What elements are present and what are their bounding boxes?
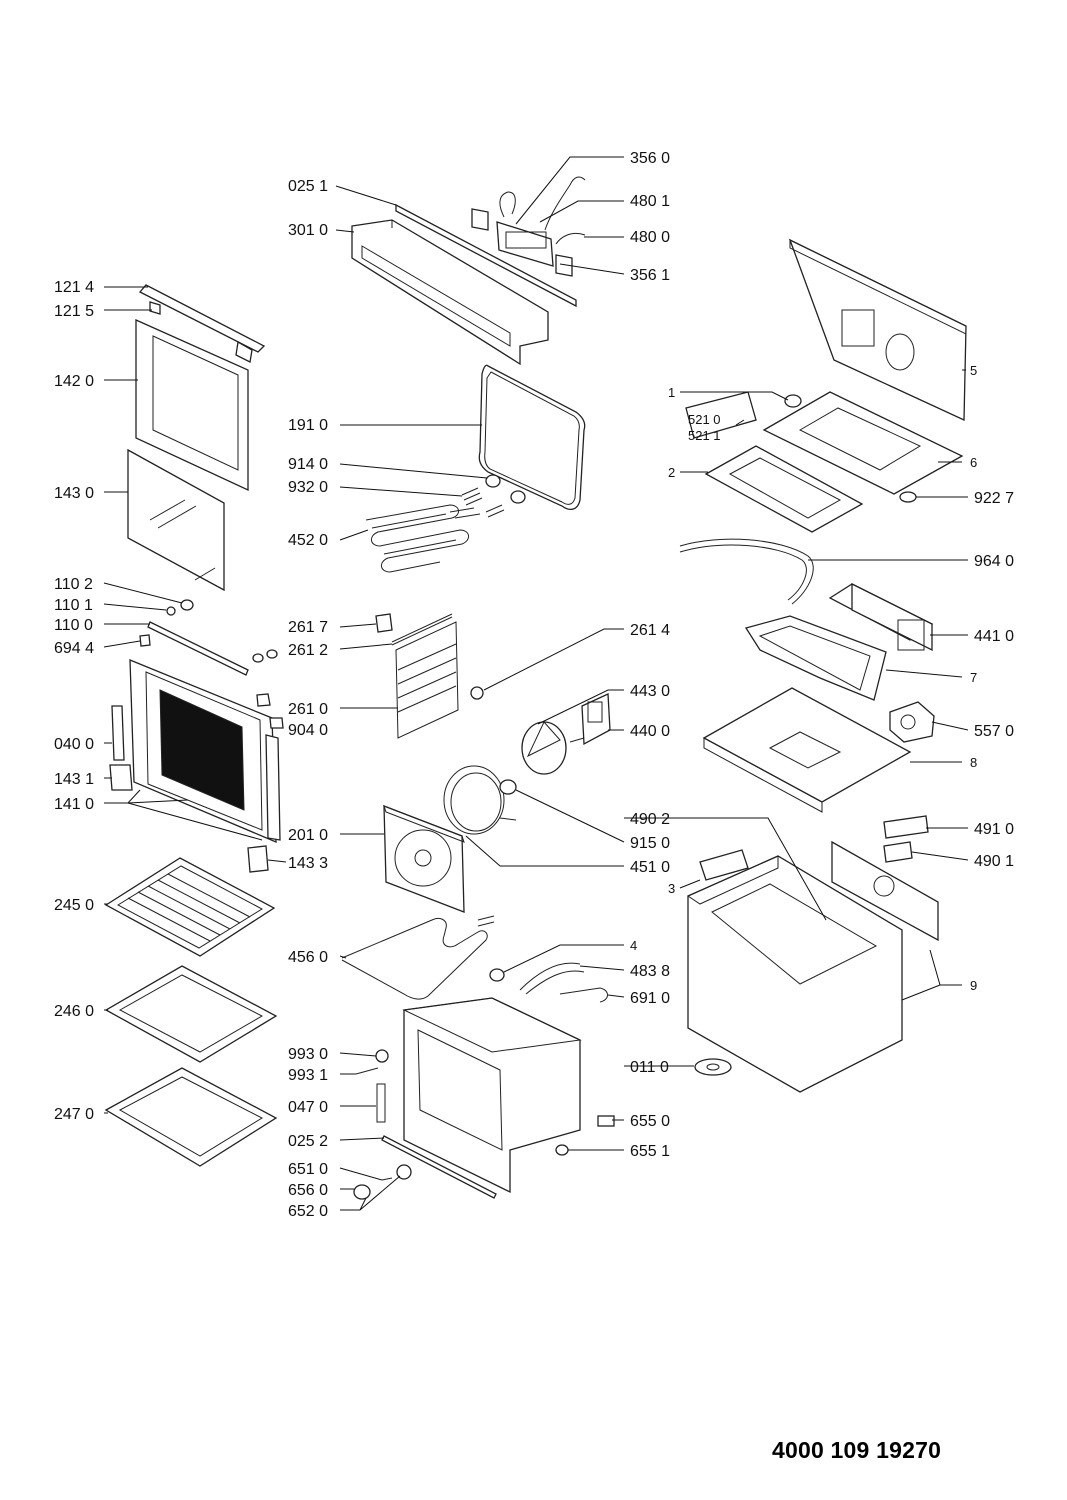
control-panel-assembly [351, 176, 586, 366]
callout-301-0: 301 0 [288, 222, 328, 239]
callout-025-1: 025 1 [288, 178, 328, 195]
callout-7: 7 [970, 670, 977, 685]
callout-110-1: 110 1 [54, 597, 93, 614]
door-inner-glass-142 [135, 318, 249, 492]
callout-356-1: 356 1 [630, 267, 670, 284]
leader-lines [103, 156, 969, 1211]
thermostat-557 [889, 701, 935, 743]
callout-964-0: 964 0 [974, 553, 1014, 570]
door-gasket-191 [478, 364, 586, 511]
panel-8 [702, 687, 912, 813]
callout-915-0: 915 0 [630, 835, 670, 852]
duct-7 [744, 615, 887, 701]
callout-247-0: 247 0 [54, 1106, 94, 1123]
bottom-element-456 [341, 915, 495, 1000]
callout-452-0: 452 0 [288, 532, 328, 549]
callout-652-0: 652 0 [288, 1203, 328, 1220]
cord-and-connectors [489, 962, 615, 1156]
callout-491-0: 491 0 [974, 821, 1014, 838]
door-top-profile [138, 284, 266, 363]
callout-142-0: 142 0 [54, 373, 94, 390]
callout-993-1: 993 1 [288, 1067, 328, 1084]
callout-694-4: 694 4 [54, 640, 94, 657]
door-washers [139, 599, 278, 676]
callout-440-0: 440 0 [630, 723, 670, 740]
callout-656-0: 656 0 [288, 1182, 328, 1199]
callout-490-1: 490 1 [974, 853, 1014, 870]
callout-191-0: 191 0 [288, 417, 328, 434]
callout-356-0: 356 0 [630, 150, 670, 167]
tube-964 [679, 538, 814, 605]
callout-261-7: 261 7 [288, 619, 328, 636]
callout-483-8: 483 8 [630, 963, 670, 980]
callout-480-0: 480 0 [630, 229, 670, 246]
fan-motor-440 [521, 693, 611, 775]
callout-3: 3 [668, 881, 675, 896]
callout-655-1: 655 1 [630, 1143, 670, 1160]
oven-rack-245 [104, 857, 276, 957]
callout-047-0: 047 0 [288, 1099, 328, 1116]
callout-993-0: 993 0 [288, 1046, 328, 1063]
callout-521-1: 521 1 [688, 428, 721, 443]
callout-691-0: 691 0 [630, 990, 670, 1007]
callout-521-0: 521 0 [688, 412, 721, 427]
callout-922-7: 922 7 [974, 490, 1014, 507]
callout-110-0: 110 0 [54, 617, 93, 634]
callout-443-0: 443 0 [630, 683, 670, 700]
callout-121-5: 121 5 [54, 303, 94, 320]
callout-2: 2 [668, 465, 675, 480]
deep-tray-247 [104, 1067, 278, 1167]
panel-6 [685, 391, 964, 495]
callout-490-2: 490 2 [630, 811, 670, 828]
callout-451-0: 451 0 [630, 859, 670, 876]
document-number: 4000 109 19270 [772, 1437, 942, 1463]
callout-655-0: 655 0 [630, 1113, 670, 1130]
callout-557-0: 557 0 [974, 723, 1014, 740]
callout-261-0: 261 0 [288, 701, 328, 718]
callout-110-2: 110 2 [54, 576, 93, 593]
top-back-plate-5 [788, 238, 967, 422]
top-heating-element-452 [365, 474, 526, 573]
outer-casing-9 [686, 840, 939, 1093]
callout-040-0: 040 0 [54, 736, 94, 753]
side-rails-261 [375, 613, 484, 739]
ring-element-451 [443, 765, 517, 835]
callout-651-0: 651 0 [288, 1161, 328, 1178]
callout-201-0: 201 0 [288, 827, 328, 844]
callout-245-0: 245 0 [54, 897, 94, 914]
callout-025-2: 025 2 [288, 1133, 328, 1150]
fan-011 [694, 1058, 732, 1076]
callout-932-0: 932 0 [288, 479, 328, 496]
panel-2 [704, 445, 917, 533]
callout-246-0: 246 0 [54, 1003, 94, 1020]
callout-480-1: 480 1 [630, 193, 670, 210]
fan-cover-201 [383, 805, 465, 913]
callout-141-0: 141 0 [54, 796, 94, 813]
callout-6: 6 [970, 455, 977, 470]
callout-143-1: 143 1 [54, 771, 94, 788]
door-glass-143 [127, 448, 225, 592]
baking-tray-246 [104, 965, 278, 1063]
callout-5: 5 [970, 363, 977, 378]
outer-door-141 [109, 659, 284, 873]
callout-4: 4 [630, 938, 637, 953]
oven-cavity [353, 997, 582, 1200]
callout-914-0: 914 0 [288, 456, 328, 473]
callout-261-4: 261 4 [630, 622, 670, 639]
blower-441 [828, 582, 934, 652]
callout-labels: 025 1 301 0 356 0 480 1 480 0 356 1 121 … [54, 150, 1014, 1220]
callout-441-0: 441 0 [974, 628, 1014, 645]
callout-143-3: 143 3 [288, 855, 328, 872]
callout-143-0: 143 0 [54, 485, 94, 502]
callout-8: 8 [970, 755, 977, 770]
callout-1: 1 [668, 385, 675, 400]
callout-121-4: 121 4 [54, 279, 94, 296]
callout-456-0: 456 0 [288, 949, 328, 966]
callout-011-0: 011 0 [630, 1059, 669, 1076]
callout-904-0: 904 0 [288, 722, 328, 739]
callout-261-2: 261 2 [288, 642, 328, 659]
callout-9: 9 [970, 978, 977, 993]
